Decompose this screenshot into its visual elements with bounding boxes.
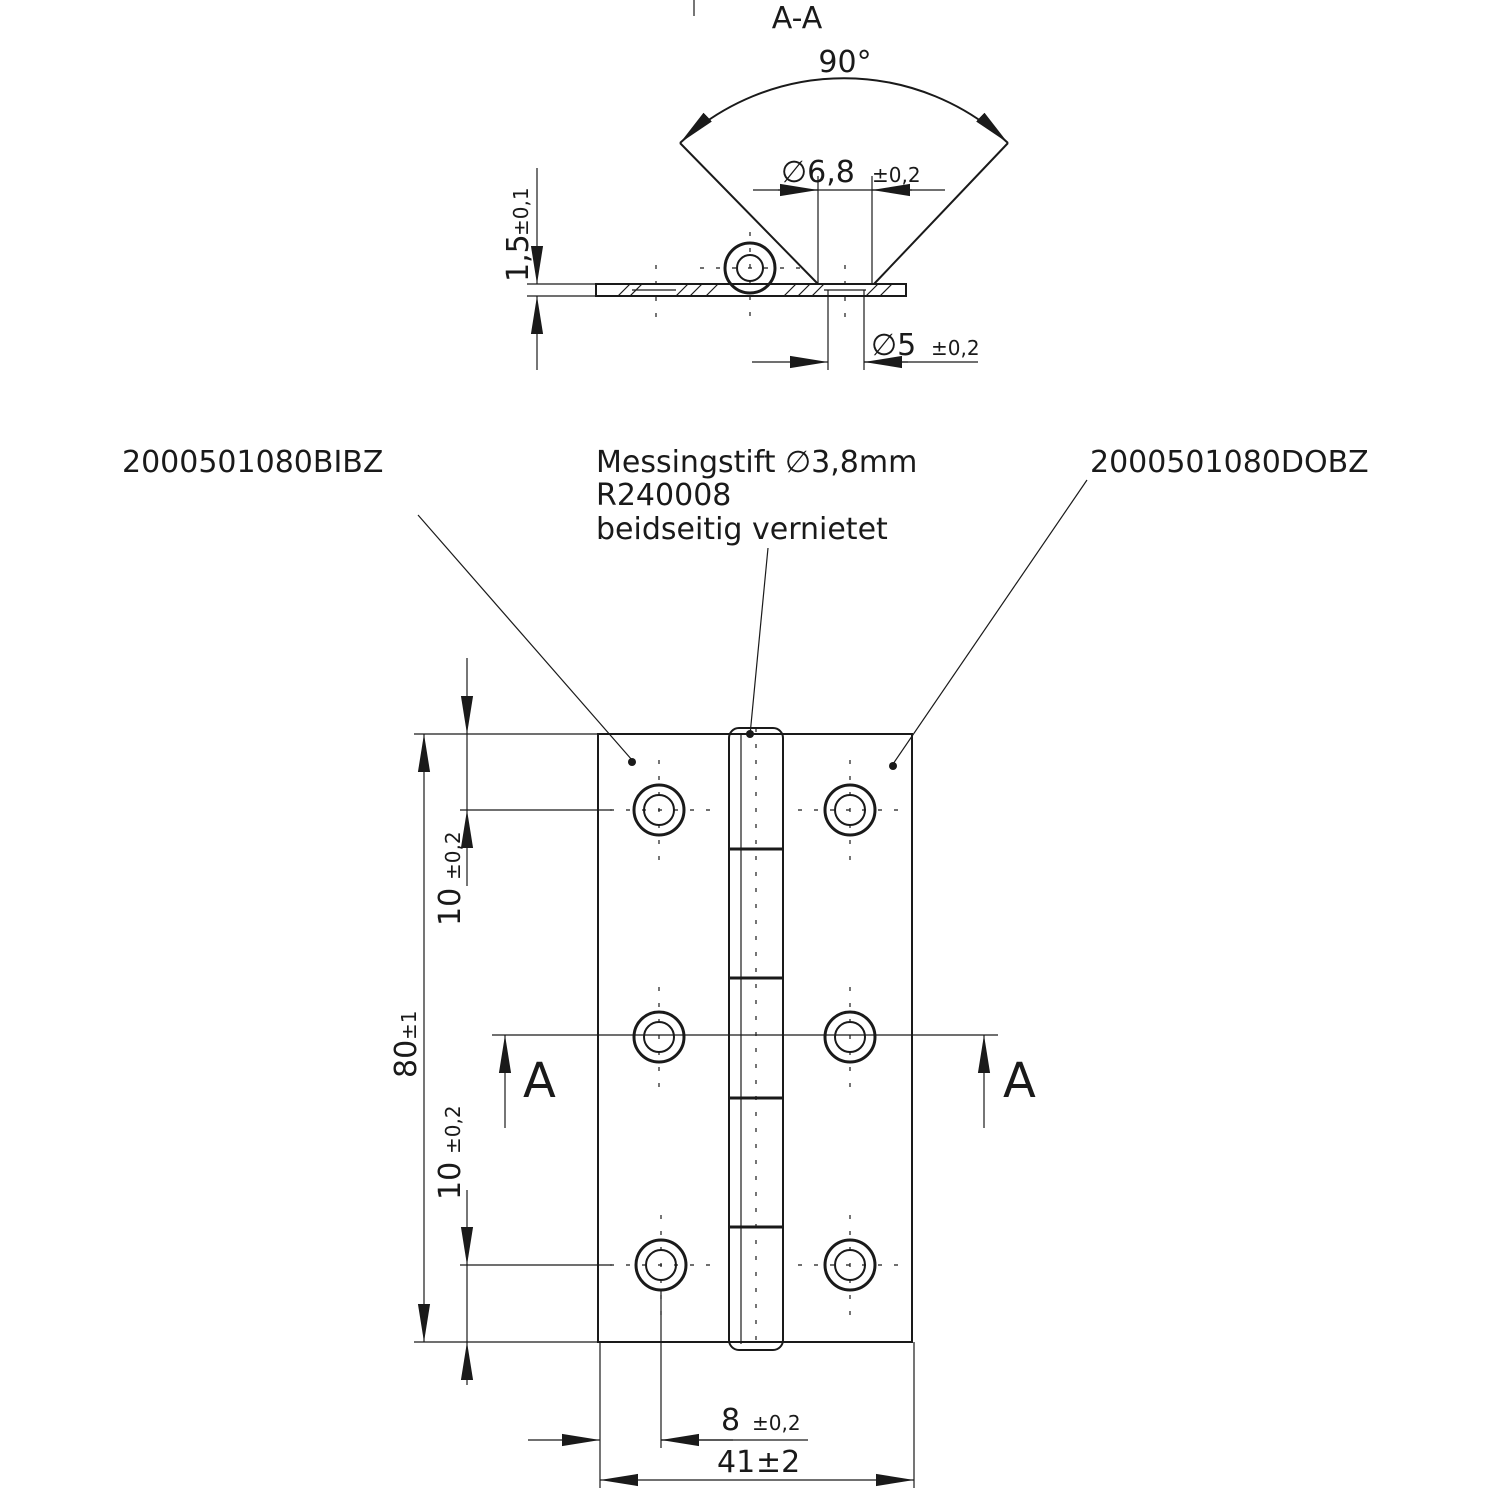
leader-pin [749,547,769,736]
callout-pin-line3: beidseitig vernietet [596,512,888,547]
section-view: A-A 90° ∅6,8 ±0,2 [501,1,1009,370]
section-title: A-A [772,1,823,36]
dim-hole-edge-label: 8 [721,1403,740,1438]
dim-height-label: 80 [389,1040,424,1078]
pin-dia-label: ∅6,8 [781,155,855,190]
dim-width-label: 41 [717,1445,755,1480]
angle-label: 90° [818,45,871,80]
hole-dia-label: ∅5 [871,328,916,363]
dim-hole-edge-tol: ±0,2 [752,1411,801,1435]
pin-dia-tol: ±0,2 [872,163,921,187]
callout-right-part: 2000501080DOBZ [1090,445,1369,480]
callout-pin-line1: Messingstift ∅3,8mm [596,445,917,480]
callouts: 2000501080BIBZ 2000501080DOBZ Messingsti… [122,445,1369,770]
hinge-outline [597,733,913,1343]
mounting-holes [632,783,877,1292]
dim-height-tol: ±1 [397,1011,421,1040]
front-dimensions: 10 ±0,2 10 ±0,2 80 ±1 8 ±0,2 41 ±2 [389,658,915,1488]
leader-right [892,479,1088,765]
dim-width-tol: ±2 [756,1445,800,1480]
hole-centerlines [610,760,902,1315]
leader-left-dot [628,758,636,766]
plate-hatching [617,283,893,297]
callout-left-part: 2000501080BIBZ [122,445,383,480]
leader-right-dot [889,762,897,770]
leaf-line-right [873,142,1009,285]
dim-top-offset-tol: ±0,2 [441,831,465,880]
dim-bottom-offset-tol: ±0,2 [441,1105,465,1154]
dim-top-offset-label: 10 [433,888,468,926]
thickness-tol: ±0,1 [509,187,533,236]
hole-dia-tol: ±0,2 [931,336,980,360]
leaf-line-left [679,142,819,285]
section-mark-left: A [523,1053,556,1109]
front-view: A A [492,727,1036,1351]
section-mark-right: A [1003,1053,1036,1109]
leaf-plate [595,283,907,297]
angle-arc [679,77,1009,144]
callout-pin-line2: R240008 [596,478,731,513]
knuckle-outer [723,241,777,295]
thickness-label: 1,5 [501,234,536,282]
dim-bottom-offset-label: 10 [433,1162,468,1200]
leader-left [417,514,633,761]
